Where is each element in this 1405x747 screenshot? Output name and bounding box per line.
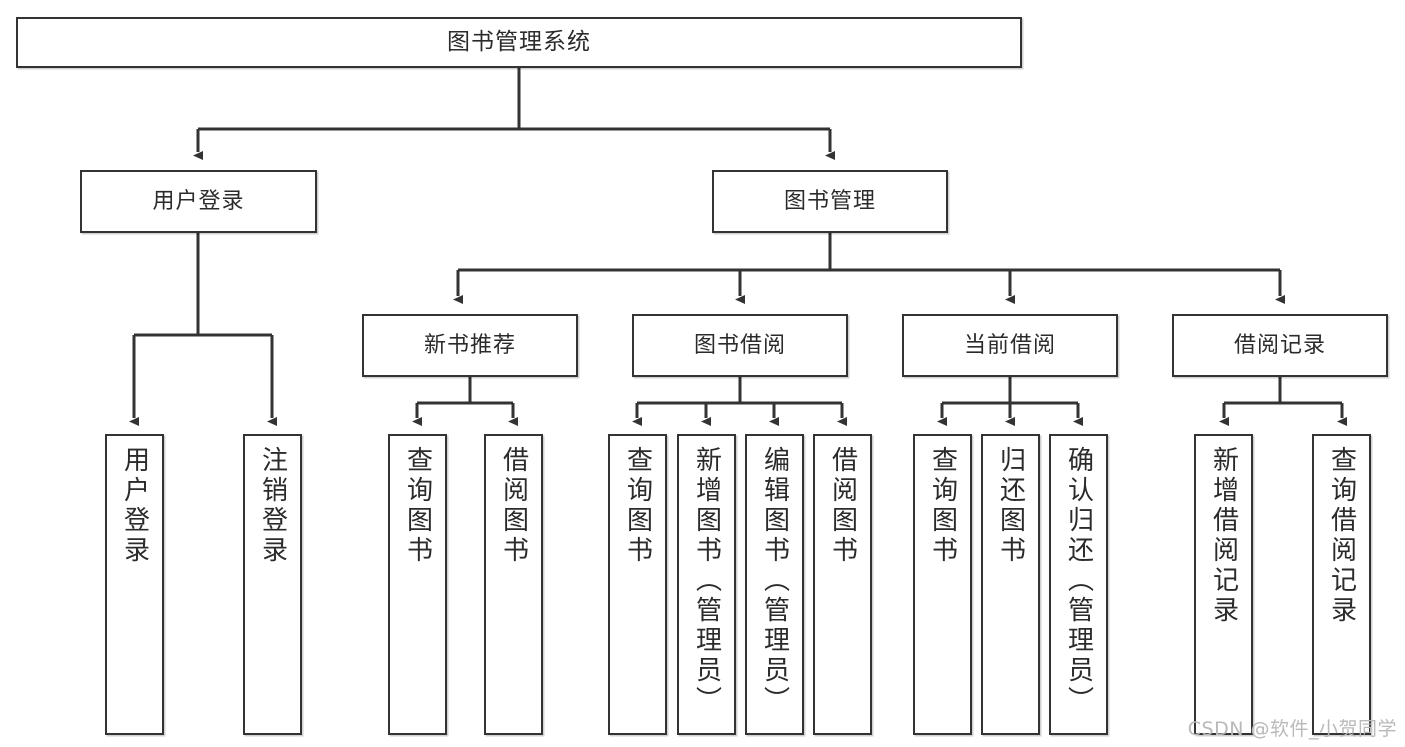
node-label: 新增借阅记录 bbox=[1208, 446, 1239, 626]
leaf-borrow-record-query[interactable]: 查询借阅记录 bbox=[1312, 434, 1371, 735]
node-label: 当前借阅 bbox=[963, 332, 1056, 358]
node-label: 查询借阅记录 bbox=[1326, 446, 1357, 626]
leaf-book-borrow-query[interactable]: 查询图书 bbox=[608, 434, 667, 735]
node-label: 确认归还（管理员） bbox=[1063, 446, 1094, 716]
node-label: 编辑图书（管理员） bbox=[759, 446, 790, 716]
leaf-user-login-logout[interactable]: 注销登录 bbox=[243, 434, 302, 735]
leaf-book-borrow-edit[interactable]: 编辑图书（管理员） bbox=[745, 434, 804, 735]
node-label: 新书推荐 bbox=[423, 332, 516, 358]
node-label: 归还图书 bbox=[995, 446, 1026, 566]
node-user-login[interactable]: 用户登录 bbox=[80, 170, 317, 233]
leaf-book-borrow-borrow[interactable]: 借阅图书 bbox=[813, 434, 872, 735]
node-label: 借阅图书 bbox=[827, 446, 858, 566]
node-label: 查询图书 bbox=[402, 446, 433, 566]
node-label: 新增图书（管理员） bbox=[691, 446, 722, 716]
node-label: 用户登录 bbox=[119, 446, 150, 566]
node-label: 注销登录 bbox=[257, 446, 288, 566]
node-book-management[interactable]: 图书管理 bbox=[712, 170, 948, 233]
node-label: 查询图书 bbox=[927, 446, 958, 566]
node-label: 图书管理系统 bbox=[447, 28, 591, 55]
leaf-current-borrow-confirm-return[interactable]: 确认归还（管理员） bbox=[1049, 434, 1108, 735]
leaf-book-borrow-add[interactable]: 新增图书（管理员） bbox=[677, 434, 736, 735]
leaf-new-book-query[interactable]: 查询图书 bbox=[388, 434, 447, 735]
leaf-current-borrow-query[interactable]: 查询图书 bbox=[913, 434, 972, 735]
node-label: 用户登录 bbox=[152, 188, 245, 214]
node-label: 借阅图书 bbox=[498, 446, 529, 566]
node-borrow-record[interactable]: 借阅记录 bbox=[1172, 314, 1388, 377]
node-root-system[interactable]: 图书管理系统 bbox=[16, 17, 1022, 68]
node-book-borrow[interactable]: 图书借阅 bbox=[632, 314, 848, 377]
leaf-current-borrow-return[interactable]: 归还图书 bbox=[981, 434, 1040, 735]
node-label: 图书管理 bbox=[783, 188, 876, 214]
leaf-user-login-login[interactable]: 用户登录 bbox=[105, 434, 164, 735]
node-current-borrow[interactable]: 当前借阅 bbox=[902, 314, 1118, 377]
node-label: 借阅记录 bbox=[1233, 332, 1326, 358]
leaf-borrow-record-add[interactable]: 新增借阅记录 bbox=[1194, 434, 1253, 735]
node-new-book-recommend[interactable]: 新书推荐 bbox=[362, 314, 578, 377]
node-label: 查询图书 bbox=[622, 446, 653, 566]
leaf-new-book-borrow[interactable]: 借阅图书 bbox=[484, 434, 543, 735]
node-label: 图书借阅 bbox=[693, 332, 786, 358]
